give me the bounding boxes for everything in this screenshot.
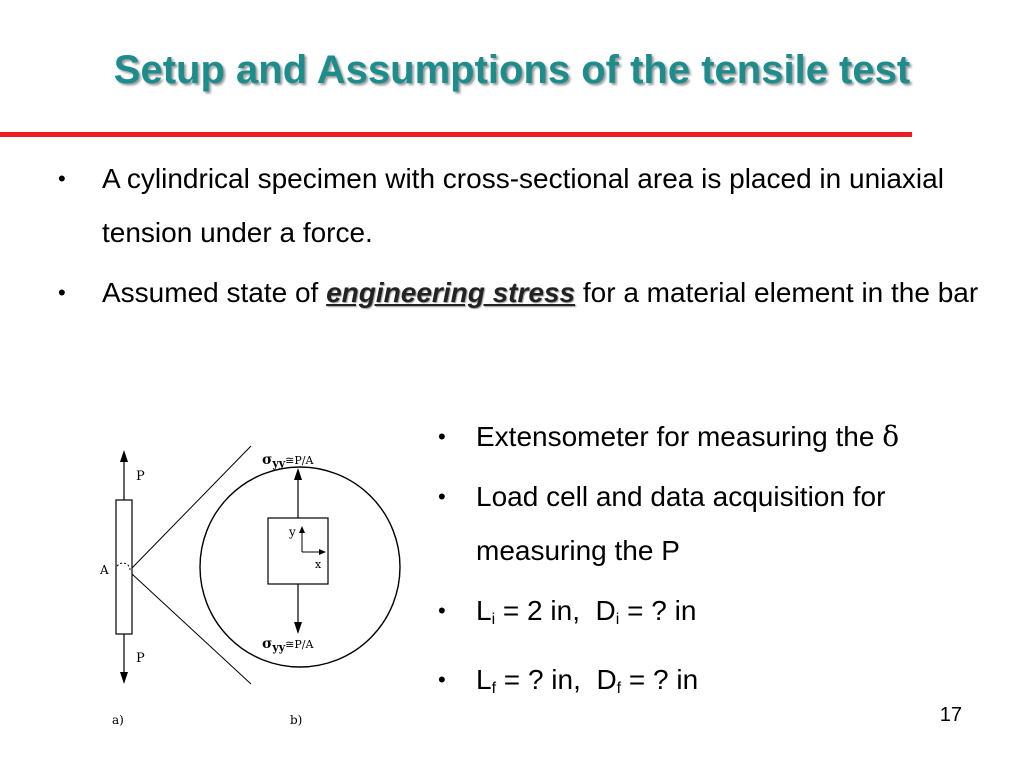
stress-element-square xyxy=(267,517,329,585)
bullet-stress-before: Assumed state of xyxy=(102,277,327,308)
caption-a: a) xyxy=(112,713,124,727)
axis-x-label: x xyxy=(315,558,322,571)
bullet-initial-dimensions: • Li = 2 in, Di = ? in xyxy=(438,584,1006,647)
page-number: 17 xyxy=(939,704,962,726)
specimen-bar xyxy=(115,499,133,635)
top-bullet-list: • A cylindrical specimen with cross-sect… xyxy=(58,152,1002,326)
bullet-dot: • xyxy=(438,667,446,692)
length-initial-symbol: L xyxy=(476,595,492,626)
label-p-top: P xyxy=(136,469,145,484)
bullet-load-cell: • Load cell and data acquisition for mea… xyxy=(438,470,1006,578)
stress-arrowhead-top xyxy=(294,468,302,480)
length-initial-subscript: i xyxy=(491,611,496,628)
bullet-extensometer-text: Extensometer for measuring the xyxy=(476,421,883,452)
right-bullet-list: • Extensometer for measuring the δ • Loa… xyxy=(438,410,1006,722)
diameter-final-symbol: D xyxy=(596,664,617,695)
label-p-bottom: P xyxy=(136,651,145,666)
axis-x-arrowhead xyxy=(319,549,326,555)
bullet-load-cell-text: Load cell and data acquisition for measu… xyxy=(476,481,886,566)
magnified-element-circle xyxy=(199,466,401,668)
diameter-initial-subscript: i xyxy=(615,611,620,628)
stress-arrowhead-bottom xyxy=(294,622,302,634)
bullet-final-dimensions: • Lf = ? in, Df = ? in xyxy=(438,653,1006,716)
bullet-dot: • xyxy=(438,424,446,449)
axis-y-arrowhead xyxy=(299,526,305,533)
bullet-stress-after: for a material element in the bar xyxy=(575,277,979,308)
caption-b: b) xyxy=(290,713,302,727)
length-final-symbol: L xyxy=(476,664,492,695)
bullet-specimen: • A cylindrical specimen with cross-sect… xyxy=(58,152,1002,260)
engineering-stress-emphasis: engineering stress xyxy=(326,277,576,308)
diameter-final-value: = ? in xyxy=(621,664,699,695)
axis-y-label: y xyxy=(288,525,296,539)
sigma-top-label: σyy≅P/A xyxy=(262,452,314,470)
bullet-dot: • xyxy=(438,484,446,509)
bullet-dot: • xyxy=(438,598,446,623)
label-a: A xyxy=(99,563,109,577)
slide-title: Setup and Assumptions of the tensile tes… xyxy=(113,48,911,92)
bullet-extensometer: • Extensometer for measuring the δ xyxy=(438,410,1006,464)
diameter-final-subscript: f xyxy=(616,680,622,697)
bullet-engineering-stress: • Assumed state of engineering stress fo… xyxy=(58,266,1002,320)
zoom-line-bottom xyxy=(131,573,252,685)
tensile-specimen-figure: P P A y x σyy≅P/A σyy≅P/A a) b) xyxy=(99,445,401,727)
bullet-dot: • xyxy=(58,280,66,305)
sigma-bottom-label: σyy≅P/A xyxy=(262,636,314,654)
load-arrowhead-bottom xyxy=(120,672,128,684)
length-initial-value: = 2 in, xyxy=(495,595,596,626)
diameter-initial-symbol: D xyxy=(595,595,616,626)
load-arrowhead-top xyxy=(120,450,128,462)
zoom-line-top xyxy=(131,445,252,569)
bullet-specimen-text: A cylindrical specimen with cross-sectio… xyxy=(102,163,944,248)
length-final-value: = ? in, xyxy=(496,664,597,695)
bullet-dot: • xyxy=(58,166,66,191)
length-final-subscript: f xyxy=(491,680,497,697)
diameter-initial-value: = ? in xyxy=(619,595,697,626)
title-divider xyxy=(0,132,912,137)
delta-symbol: δ xyxy=(882,420,900,453)
